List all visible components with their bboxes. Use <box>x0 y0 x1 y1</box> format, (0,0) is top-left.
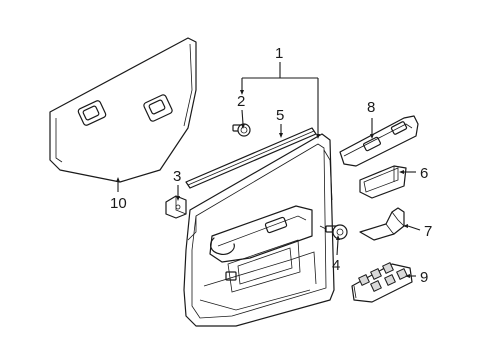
callout-4: 4 <box>332 257 340 274</box>
part-9-main-switch <box>351 262 413 303</box>
arrowheads <box>116 90 410 278</box>
callout-2: 2 <box>237 93 245 110</box>
callout-10: 10 <box>110 195 127 212</box>
part-4-screw <box>319 224 348 240</box>
callout-8: 8 <box>367 99 375 116</box>
part-7-bracket <box>359 207 405 241</box>
part-6-pocket <box>359 165 407 199</box>
part-3-bracket <box>165 195 187 219</box>
callout-3: 3 <box>173 168 181 185</box>
part-8-switch-finisher <box>339 115 419 167</box>
callout-1: 1 <box>275 45 283 62</box>
callout-9: 9 <box>420 269 428 286</box>
leader-lines <box>117 62 421 277</box>
callout-5: 5 <box>276 107 284 124</box>
part-1-door-trim-panel <box>183 133 335 327</box>
callout-7: 7 <box>424 223 432 240</box>
callout-6: 6 <box>420 165 428 182</box>
part-2-clip <box>232 123 251 137</box>
part-10-insulator-panel <box>49 37 197 183</box>
